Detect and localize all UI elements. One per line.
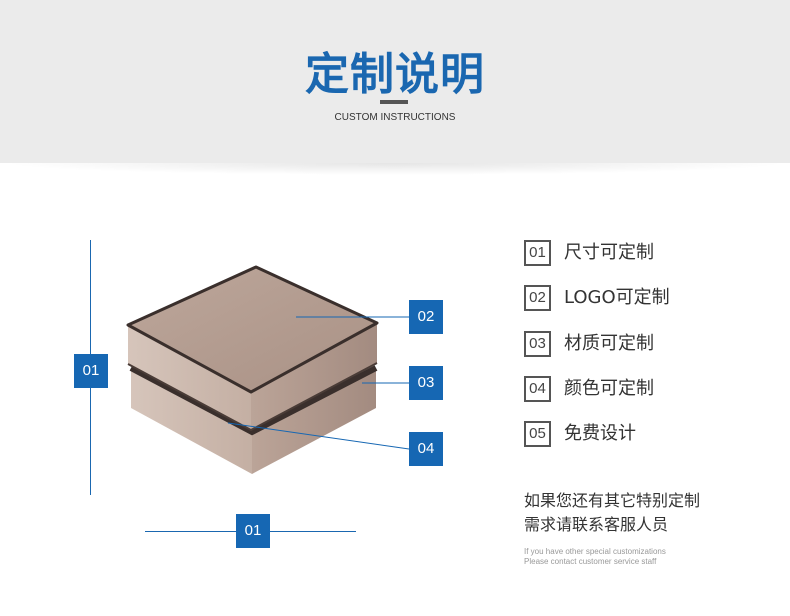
header-banner bbox=[0, 0, 790, 163]
box-base-right bbox=[252, 368, 376, 474]
page-title: 定制说明 bbox=[305, 49, 485, 100]
leader-line-trim bbox=[227, 422, 410, 450]
feature-number: 04 bbox=[524, 376, 551, 402]
title-underline bbox=[380, 100, 408, 104]
note-cn-line2: 需求请联系客服人员 bbox=[524, 515, 669, 534]
feature-text: 颜色可定制 bbox=[564, 378, 654, 399]
lid-label-badge: 02 bbox=[409, 300, 443, 334]
box-base-left bbox=[131, 368, 252, 474]
width-label-badge: 01 bbox=[236, 514, 270, 548]
note-cn-line1: 如果您还有其它特别定制 bbox=[524, 491, 701, 510]
feature-number: 01 bbox=[524, 240, 551, 266]
box-lid-left bbox=[128, 325, 251, 430]
body-label-badge: 03 bbox=[409, 366, 443, 400]
feature-number: 02 bbox=[524, 285, 551, 311]
feature-text: 尺寸可定制 bbox=[564, 242, 654, 263]
feature-text: 免费设计 bbox=[564, 423, 636, 444]
feature-text: 材质可定制 bbox=[564, 333, 654, 354]
feature-text: LOGO可定制 bbox=[564, 287, 670, 308]
feature-number: 05 bbox=[524, 421, 551, 447]
trim-label-badge: 04 bbox=[409, 432, 443, 466]
note-en-line2: Please contact customer service staff bbox=[524, 557, 657, 566]
box-lid-edge bbox=[127, 362, 378, 432]
header-shadow bbox=[0, 163, 790, 175]
feature-number: 03 bbox=[524, 331, 551, 357]
box-lid-right bbox=[251, 323, 377, 430]
height-label-badge: 01 bbox=[74, 354, 108, 388]
page-subtitle: CUSTOM INSTRUCTIONS bbox=[334, 112, 456, 123]
box-trim-band bbox=[129, 365, 378, 436]
note-en-line1: If you have other special customizations bbox=[524, 547, 666, 556]
box-lid-top bbox=[126, 265, 379, 394]
